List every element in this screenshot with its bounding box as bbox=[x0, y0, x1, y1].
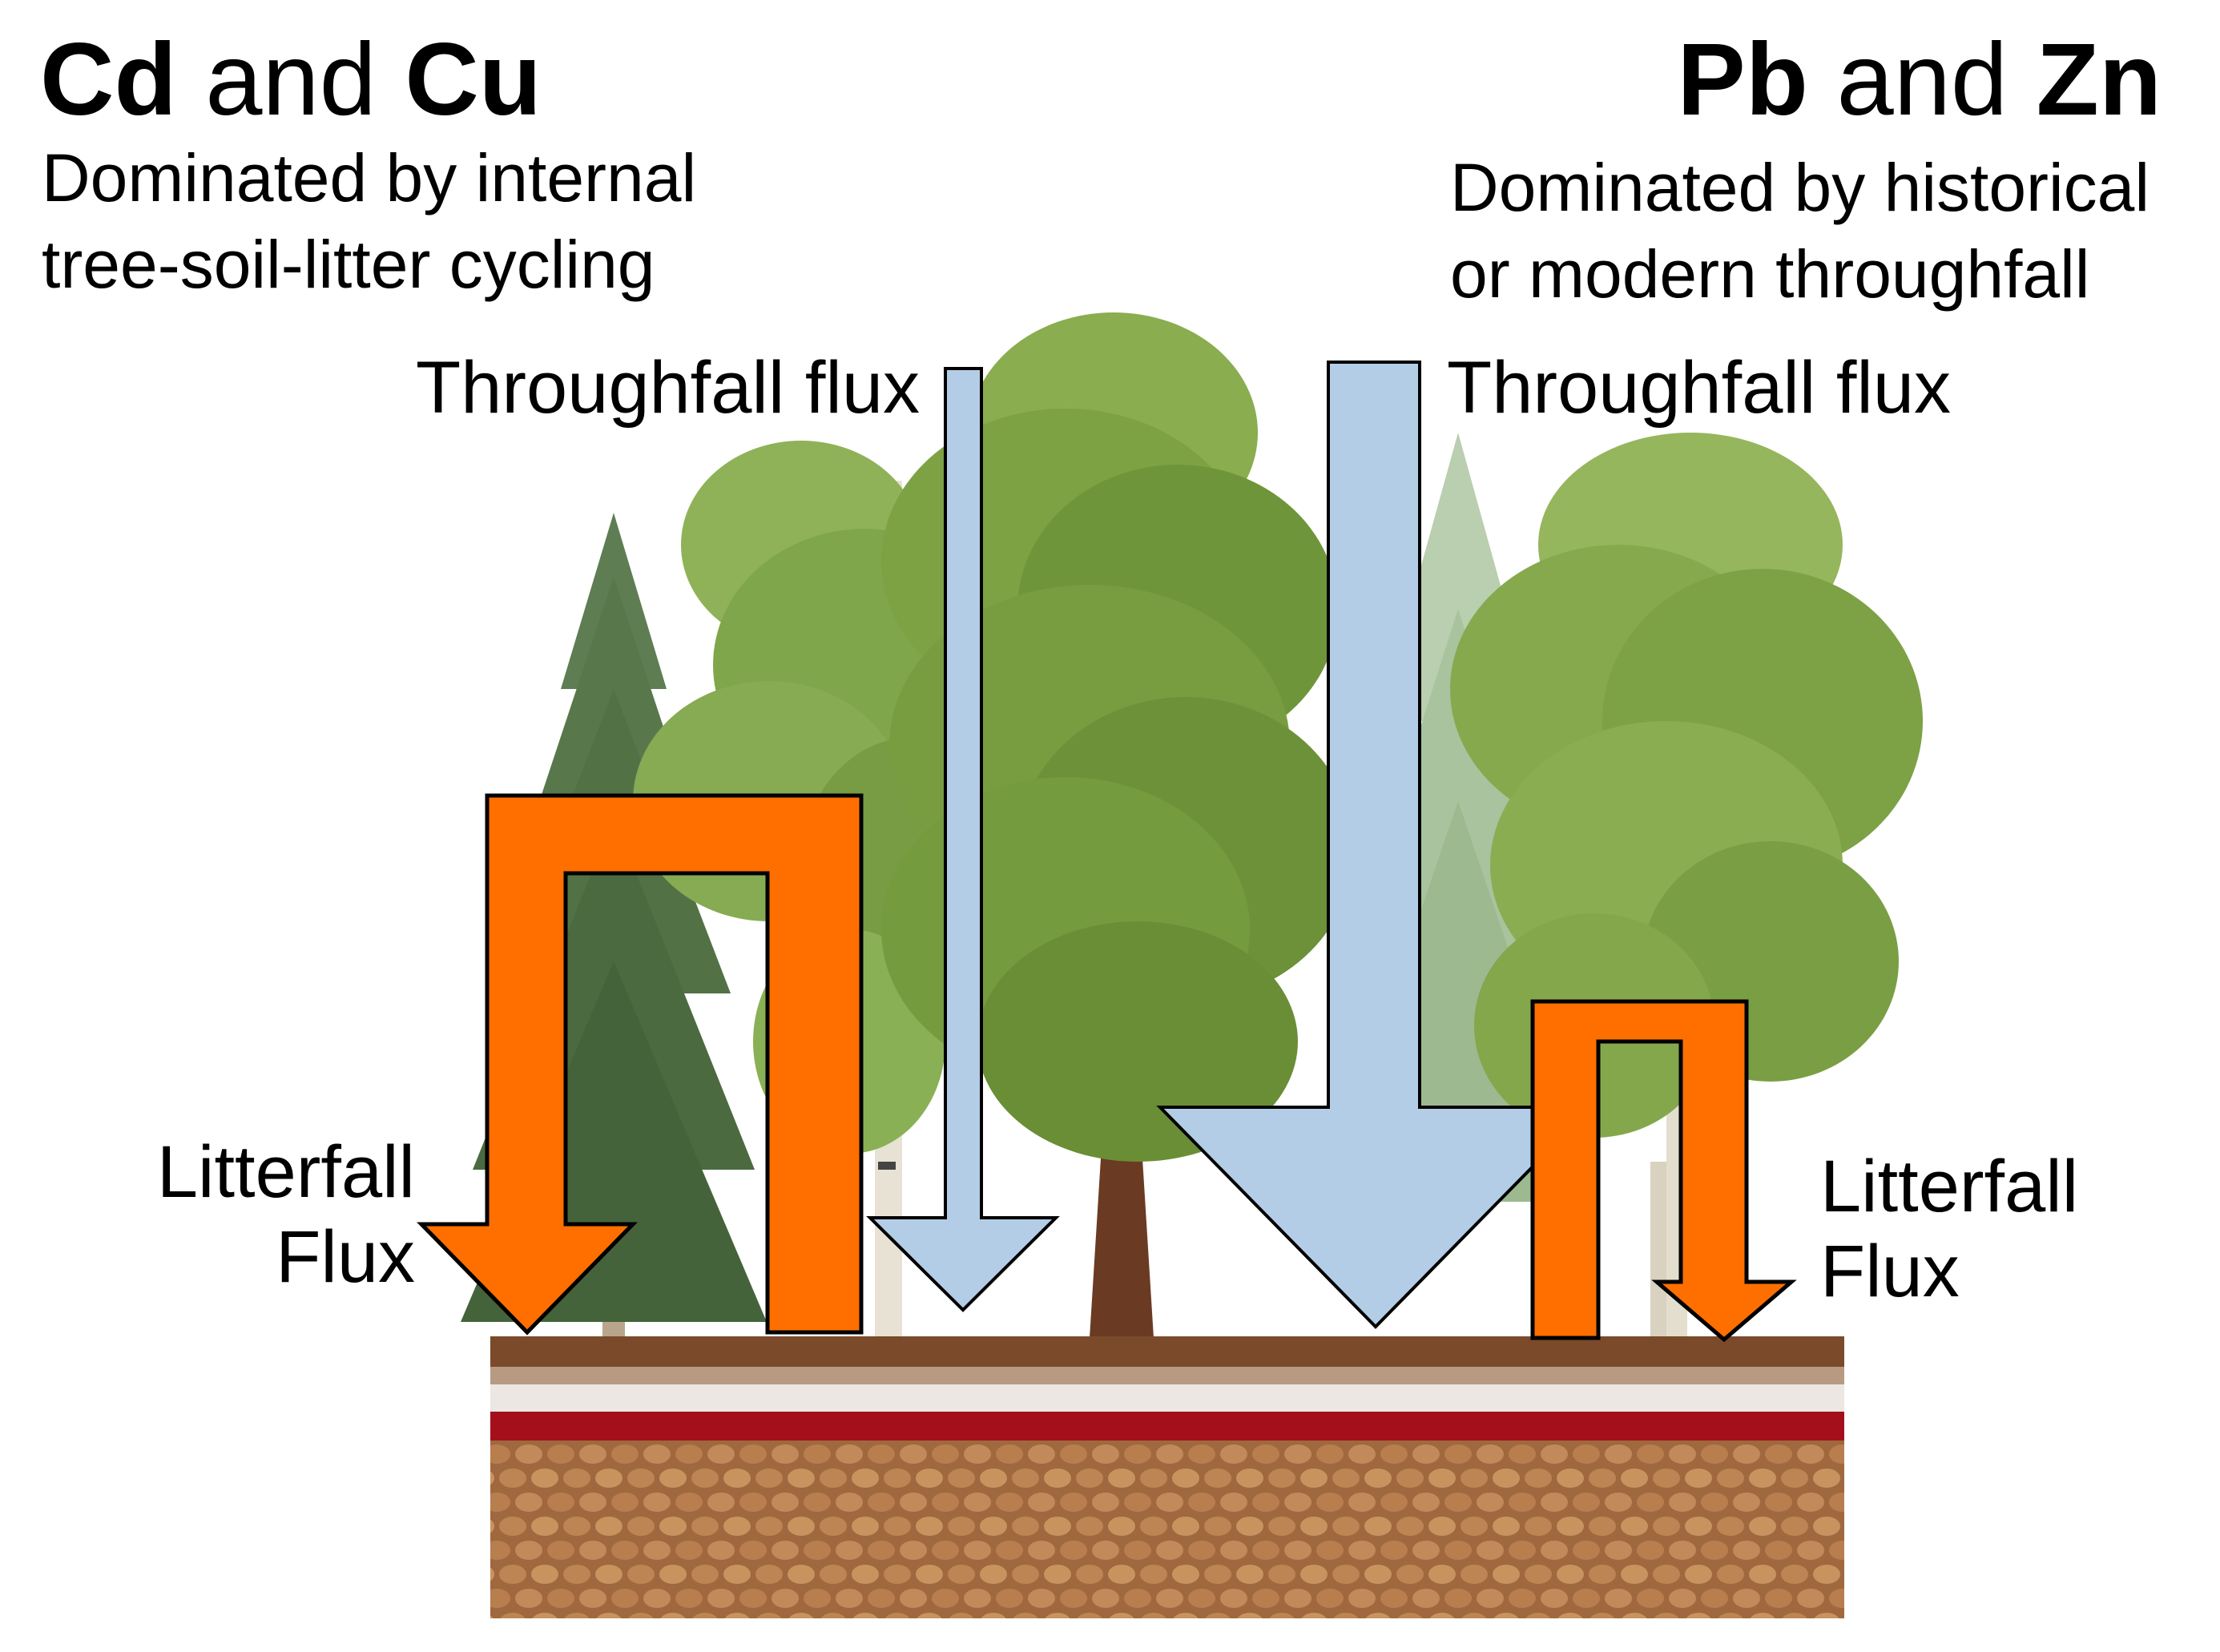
right-litterfall-line1: Litterfall bbox=[1820, 1146, 2079, 1227]
right-throughfall-arrow bbox=[1156, 361, 1595, 1329]
left-throughfall-arrow bbox=[866, 367, 1060, 1312]
right-litterfall-label: Litterfall Flux bbox=[1820, 1144, 2078, 1314]
soil-red-band bbox=[490, 1412, 1844, 1440]
left-joiner: and bbox=[205, 22, 377, 137]
broadleaf-tree-right-icon bbox=[1450, 433, 1923, 1338]
left-metal-b: Cu bbox=[405, 22, 542, 137]
soil-organic-layer bbox=[490, 1336, 1844, 1368]
left-heading: Cd and Cu bbox=[40, 29, 542, 131]
right-subtitle-line2: or modern throughfall bbox=[1450, 236, 2090, 312]
right-joiner: and bbox=[1836, 22, 2008, 137]
right-throughfall-label: Throughfall flux bbox=[1447, 347, 1951, 429]
soil-profile-icon bbox=[490, 1336, 1844, 1618]
right-subtitle: Dominated by historical or modern throug… bbox=[1450, 144, 2149, 317]
right-heading: Pb and Zn bbox=[1677, 29, 2162, 131]
right-litterfall-line2: Flux bbox=[1820, 1231, 1960, 1312]
soil-mineral-layer bbox=[490, 1440, 1844, 1618]
left-subtitle-line1: Dominated by internal bbox=[42, 140, 697, 216]
left-subtitle: Dominated by internal tree-soil-litter c… bbox=[42, 135, 696, 308]
left-subtitle-line2: tree-soil-litter cycling bbox=[42, 227, 655, 302]
right-subtitle-line1: Dominated by historical bbox=[1450, 150, 2150, 225]
left-litterfall-line1: Litterfall bbox=[156, 1131, 415, 1213]
right-litterfall-arrow bbox=[1530, 999, 1797, 1343]
left-litterfall-arrow bbox=[417, 793, 864, 1336]
right-metal-b: Zn bbox=[2036, 22, 2162, 137]
right-metal-a: Pb bbox=[1677, 22, 1808, 137]
left-litterfall-label: Litterfall Flux bbox=[157, 1130, 415, 1299]
left-litterfall-line2: Flux bbox=[276, 1216, 415, 1298]
soil-eluvial-layer bbox=[490, 1384, 1844, 1413]
left-throughfall-label: Throughfall flux bbox=[416, 347, 920, 429]
left-metal-a: Cd bbox=[40, 22, 177, 137]
